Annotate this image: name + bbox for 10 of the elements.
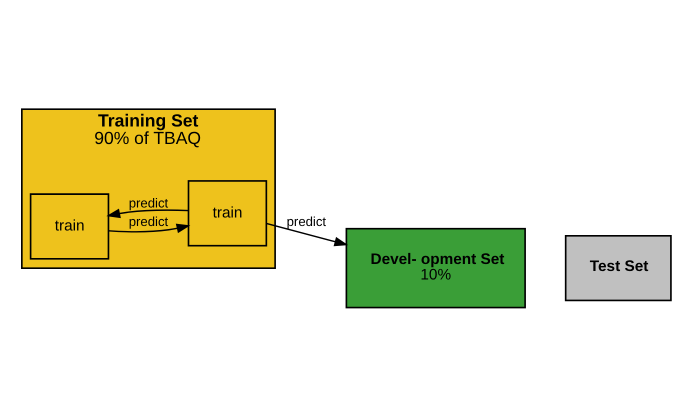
node-box: train — [188, 180, 268, 246]
node-box: Test Set — [564, 234, 672, 301]
arrow — [266, 222, 348, 246]
node-box: Devel- opment Set 10% — [346, 227, 526, 308]
edge-label: predict — [286, 214, 326, 229]
edge-label: predict — [128, 214, 168, 229]
node-box: train — [30, 192, 110, 260]
arrow — [108, 223, 190, 233]
edge-label: predict — [128, 194, 168, 210]
arrow — [106, 208, 188, 218]
